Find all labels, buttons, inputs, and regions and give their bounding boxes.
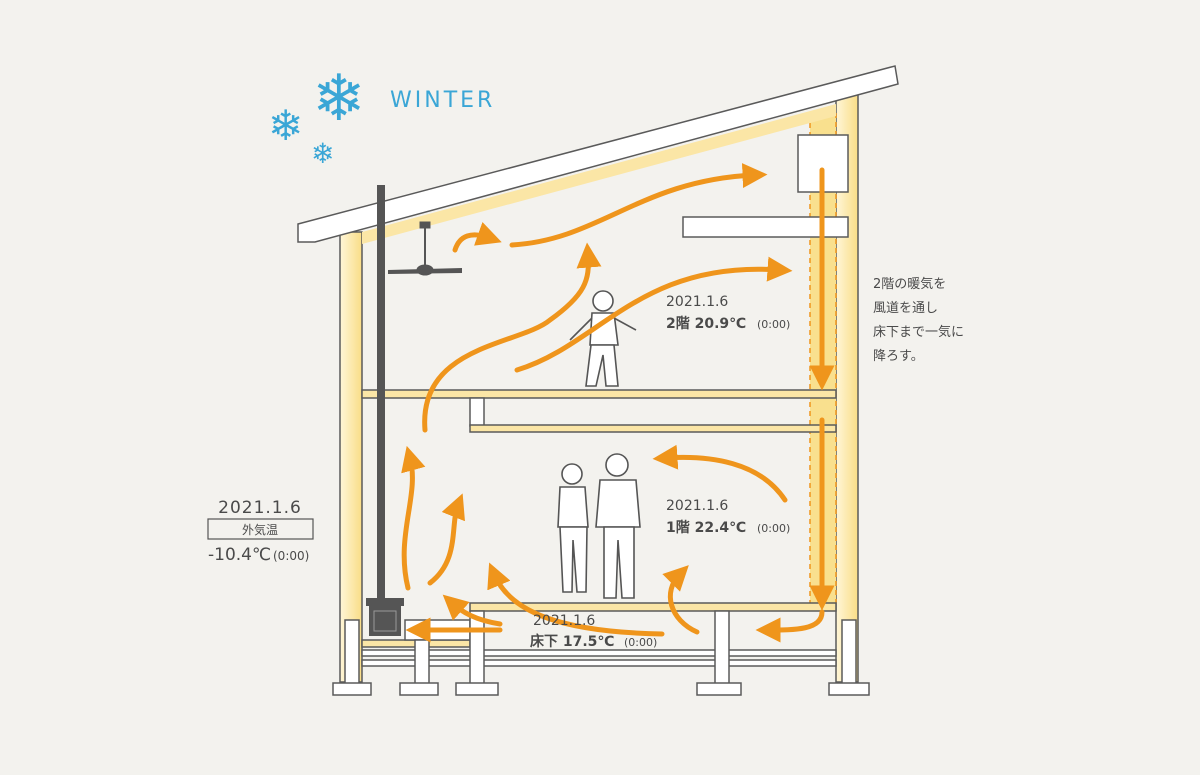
man-figure [595,453,641,599]
outdoor-label: 外気温 [242,522,278,537]
second-floor-slab [361,389,837,399]
first-floor-time: (0:00) [757,522,790,535]
outdoor-temperature: 2021.1.6 外気温 -10.4℃ (0:00) [207,498,314,565]
underfloor-temperature: 2021.1.6 床下 17.5℃ (0:00) [530,613,657,650]
first-floor-date: 2021.1.6 [666,498,728,514]
second-floor-date: 2021.1.6 [666,294,728,310]
ceiling-fan-icon [388,221,462,276]
svg-text:❄: ❄ [268,101,303,150]
second-floor-label: 2階 20.9℃ [666,315,746,332]
loft-shelf [682,216,849,238]
woman-figure [557,463,589,593]
note-line: 2階の暖気を [873,276,946,292]
first-floor-label: 1階 22.4℃ [666,519,746,536]
duct-note: 2階の暖気を 風道を通し 床下まで一気に 降ろす。 [873,276,964,364]
svg-text:❄: ❄ [312,62,366,136]
child-figure [569,290,637,387]
foundation-beam [361,659,837,667]
outdoor-date: 2021.1.6 [218,498,302,518]
left-wall [339,231,363,683]
note-line: 風道を通し [873,301,938,316]
underfloor-time: (0:00) [624,636,657,649]
season-label: WINTER [390,88,495,113]
snowflake-icon: ❄ ❄ ❄ [268,62,366,170]
note-line: 降ろす。 [873,349,924,364]
airflow-arrows [401,163,835,643]
ceiling-insulation [362,104,836,244]
first-floor-temperature: 2021.1.6 1階 22.4℃ (0:00) [666,498,790,536]
first-floor-slab [469,602,837,612]
svg-text:❄: ❄ [311,137,334,170]
underfloor-label: 床下 17.5℃ [530,633,614,650]
foundation-beam [361,649,837,657]
outdoor-time: (0:00) [273,549,309,563]
second-floor-time: (0:00) [757,318,790,331]
second-floor-temperature: 2021.1.6 2階 20.9℃ (0:00) [666,294,790,332]
chimney [377,185,385,600]
outdoor-temp: -10.4℃ [208,545,271,565]
floor-joist [469,397,485,427]
footings [332,610,870,696]
wood-stove-icon [366,598,404,636]
underfloor-date: 2021.1.6 [533,613,595,629]
note-line: 床下まで一気に [873,324,964,340]
first-floor-ceiling [469,424,837,433]
roof [297,65,899,243]
